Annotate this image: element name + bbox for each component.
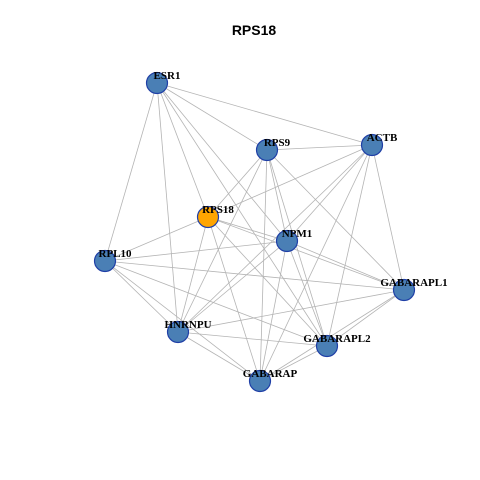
node-label: RPS18 [202,204,234,216]
node-circle [166,320,190,344]
node-circle [255,138,279,162]
node-hnrnpu: HNRNPU [164,319,212,344]
edge-rpl10-gabarapl1 [104,260,405,291]
edge-rps9-gabarapl2 [266,149,328,347]
edge-rps18-npm1 [207,216,288,242]
edge-gabarapl1-gabarapl2 [326,289,405,347]
node-gabarap: GABARAP [243,368,298,393]
node-label: ACTB [367,132,398,144]
node-npm1: NPM1 [275,228,313,253]
node-label: RPL10 [99,248,133,260]
edge-npm1-gabarapl2 [286,240,328,347]
edge-esr1-rpl10 [104,82,158,262]
node-label: GABARAP [243,368,298,380]
node-circle [196,205,220,229]
node-label: GABARAPL1 [380,277,447,289]
node-actb: ACTB [360,132,398,157]
edge-rps18-gabarapl2 [207,216,328,347]
edge-actb-hnrnpu [177,144,373,333]
edge-hnrnpu-gabarapl2 [177,331,328,347]
edge-rps18-rpl10 [104,216,209,262]
edge-rps18-gabarap [207,216,261,382]
node-circle [145,71,169,95]
edge-rpl10-hnrnpu [104,260,179,333]
node-rps18: RPS18 [196,204,234,229]
node-circle [360,133,384,157]
node-label: HNRNPU [164,319,211,331]
edge-actb-gabarapl1 [371,144,405,291]
graph-title: RPS18 [232,22,277,38]
edge-gabarapl1-gabarap [259,289,405,382]
edge-esr1-npm1 [156,82,288,242]
node-circle [275,229,299,253]
edge-rps18-gabarapl1 [207,216,405,291]
edge-esr1-actb [156,82,373,146]
edge-esr1-hnrnpu [156,82,179,333]
edge-npm1-gabarapl1 [286,240,405,291]
edge-rpl10-gabarapl2 [104,260,328,347]
node-circle [315,334,339,358]
node-label: NPM1 [282,228,313,240]
node-gabarapl2: GABARAPL2 [303,333,371,358]
node-label: GABARAPL2 [303,333,371,345]
node-esr1: ESR1 [145,70,181,95]
edge-layer [104,82,405,382]
edge-rps9-gabarapl1 [266,149,405,291]
edge-esr1-gabarapl2 [156,82,328,347]
node-rps9: RPS9 [255,137,291,162]
edge-npm1-rpl10 [104,240,288,262]
edge-npm1-hnrnpu [177,240,288,333]
node-circle [248,369,272,393]
edge-gabarapl1-hnrnpu [177,289,405,333]
edge-rps9-rps18 [207,149,268,218]
node-label: ESR1 [154,70,181,82]
edge-actb-rps18 [207,144,373,218]
edge-esr1-rps18 [156,82,209,218]
node-circle [392,278,416,302]
edge-hnrnpu-gabarap [177,331,261,382]
edge-rps18-hnrnpu [177,216,209,333]
edge-rps9-gabarap [259,149,268,382]
edge-actb-npm1 [286,144,373,242]
node-circle [93,249,117,273]
node-gabarapl1: GABARAPL1 [380,277,448,302]
edge-rps9-actb [266,144,373,151]
edge-rpl10-gabarap [104,260,261,382]
edge-rps9-hnrnpu [177,149,268,333]
node-label: RPS9 [264,137,291,149]
edge-esr1-rps9 [156,82,268,151]
edge-actb-gabarapl2 [326,144,373,347]
node-rpl10: RPL10 [93,248,133,273]
edge-gabarapl2-gabarap [259,345,328,382]
edge-npm1-gabarap [259,240,288,382]
edge-rps9-npm1 [266,149,288,242]
